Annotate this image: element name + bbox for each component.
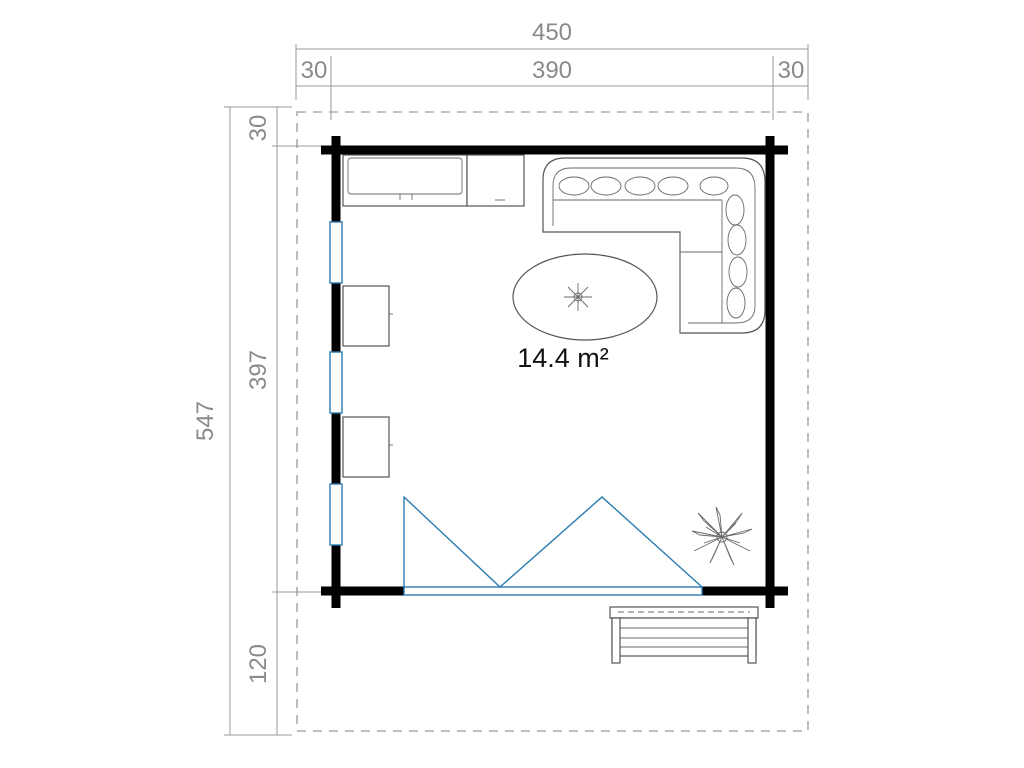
window [329,351,343,414]
total-depth-label: 547 [192,401,219,441]
overhang-right-label: 30 [778,57,805,84]
inner-depth-label: 397 [245,350,272,390]
plant-icon [691,506,753,566]
left-cabinets [342,285,393,478]
roof-outline [296,111,809,732]
kitchen-counter [342,154,525,207]
window [329,221,343,284]
plant-icon [564,283,592,311]
sofa-icon [542,157,766,334]
bench-icon [609,606,759,664]
left-dimensions: 547 30 397 120 [192,106,330,736]
room-area-label: 14.4 m² [517,343,609,373]
cabinet [342,285,390,347]
door [403,495,703,596]
terrace-depth-label: 120 [245,644,272,684]
overhang-top-label: 30 [245,115,272,142]
total-width-label: 450 [532,19,572,46]
top-dimensions: 450 30 390 30 [295,19,809,120]
inner-width-label: 390 [532,57,572,84]
left-windows [329,221,343,546]
window [329,483,343,546]
overhang-left-label: 30 [301,57,328,84]
cabinet [342,416,390,478]
